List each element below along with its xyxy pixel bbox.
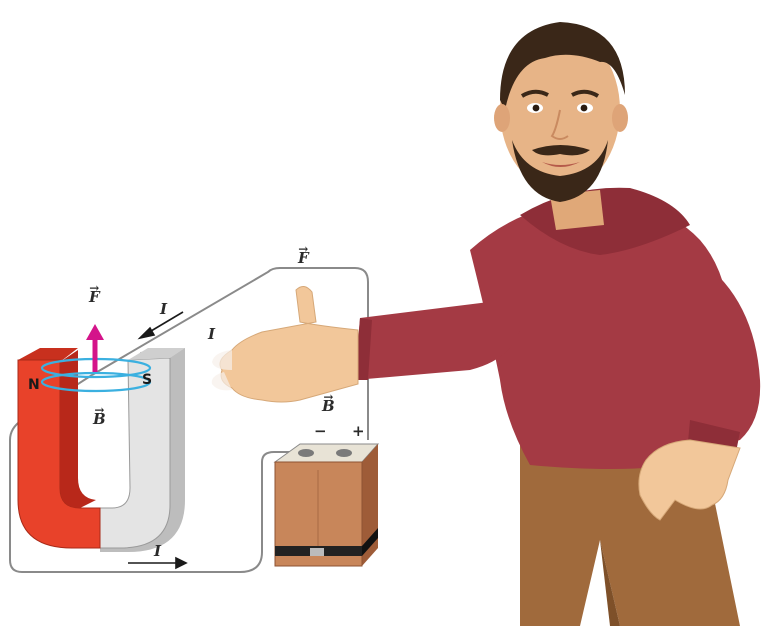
current-label-bottom: I [154,544,161,559]
field-label-right-text: B [322,397,335,415]
magnet-south-arm [92,358,170,548]
battery-terminal-neg [298,449,314,457]
battery-terminal-pos [336,449,352,457]
battery [275,444,378,566]
character-hand-extended [220,286,358,402]
field-label-right: →B [322,391,335,414]
field-label-left: →B [93,404,106,427]
current-label-mid: I [208,327,215,342]
force-arrow [86,324,104,372]
force-label-left-text: F [89,288,100,306]
battery-plus-label: + [352,424,365,439]
battery-minus-label: − [314,424,327,439]
force-label-left: →F [89,282,100,305]
field-label-left-text: B [93,410,106,428]
north-pole-label: N [28,378,40,392]
current-label-top: I [160,302,167,317]
character-arm-extended [355,300,520,380]
horseshoe-magnet [18,348,185,552]
south-pole-label: S [142,373,152,387]
force-label-top: →F [298,243,309,266]
force-label-top-text: F [298,249,309,267]
